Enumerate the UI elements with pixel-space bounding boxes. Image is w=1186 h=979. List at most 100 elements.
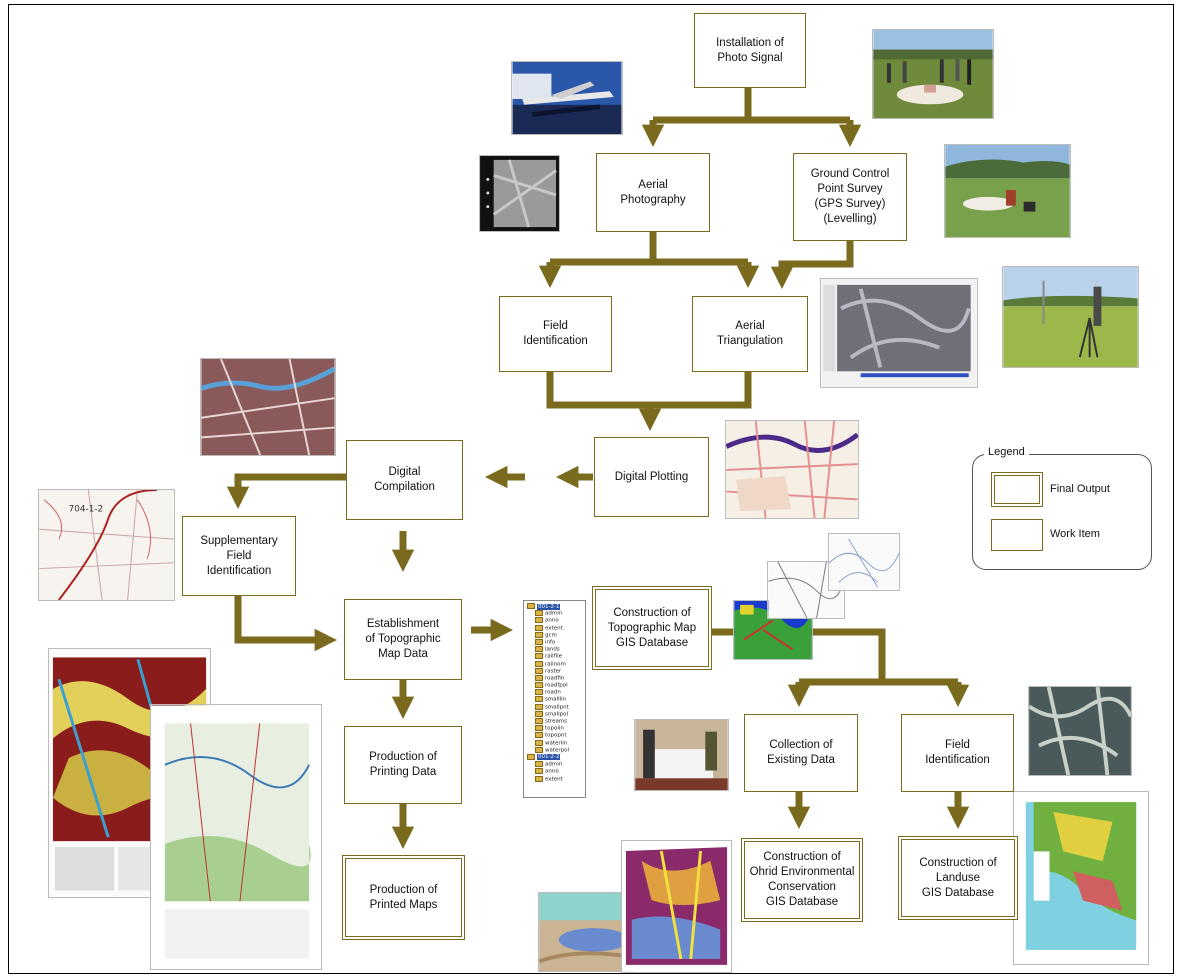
map-sheet-label: 704-1-2	[69, 505, 103, 515]
tree-item-label: topopnt	[545, 732, 567, 739]
tree-folder-item[interactable]: streams	[527, 718, 582, 725]
arrow-photo-split	[550, 232, 748, 266]
tree-folder-item[interactable]: smallpol	[527, 710, 582, 718]
tree-folder-root[interactable]: 001-2-2	[527, 753, 582, 761]
box-aerial-triangulation: Aerial Triangulation	[692, 296, 808, 372]
environment-map	[621, 840, 732, 973]
folder-icon	[527, 753, 535, 760]
tree-item-label: smalllin	[545, 696, 567, 703]
tree-item-label: info	[545, 639, 556, 646]
tree-folder-item[interactable]: smallpnt	[527, 703, 582, 711]
box-production-printed-maps: Production of Printed Maps	[342, 855, 465, 940]
tree-folder-item[interactable]: gcm	[527, 631, 582, 639]
gis-layer-contours	[828, 533, 900, 591]
tree-item-label: roadn	[545, 689, 561, 696]
folder-icon	[535, 667, 543, 674]
tree-folder-item[interactable]: roadn	[527, 689, 582, 696]
digital-plot-map	[725, 420, 859, 519]
folder-icon	[527, 603, 535, 609]
tree-item-label: waterpol	[545, 747, 570, 754]
meeting-photo	[634, 719, 729, 791]
tree-folder-item[interactable]: extent	[527, 775, 582, 783]
tree-item-label: anno	[545, 768, 559, 775]
tree-folder-item[interactable]: raster	[527, 667, 582, 675]
tree-folder-item[interactable]: info	[527, 638, 582, 646]
gis-layer-color	[733, 600, 813, 660]
tree-folder-item[interactable]: admin	[527, 761, 582, 768]
tree-item-label: streams	[545, 718, 568, 725]
folder-icon	[535, 660, 543, 667]
legend-title: Legend	[984, 446, 1029, 458]
tree-item-label: gcm	[545, 632, 557, 639]
tree-folder-item[interactable]: railnom	[527, 660, 582, 668]
arrow-gcp-to-triangulation	[770, 241, 854, 289]
folder-icon	[535, 739, 543, 746]
tree-item-label: smallpol	[545, 711, 569, 718]
tree-item-label: smallpnt	[545, 704, 569, 711]
tree-item-label: 001-2-2	[537, 754, 561, 761]
arrow-supp-to-establishment	[234, 596, 337, 652]
arrow-to-supplementary	[226, 473, 346, 509]
tree-item-label: roadfpol	[545, 682, 568, 689]
tree-folder-item[interactable]: anno	[527, 768, 582, 775]
folder-icon	[535, 696, 543, 703]
box-gcp-survey: Ground Control Point Survey (GPS Survey)…	[793, 153, 907, 241]
tree-folder-item[interactable]: anno	[527, 617, 582, 624]
box-production-printing-data: Production of Printing Data	[344, 726, 462, 804]
triangulation-screen	[820, 278, 978, 388]
tree-item-label: lands	[545, 646, 560, 653]
arrow-merge-plotting	[546, 372, 752, 424]
box-digital-compilation: Digital Compilation	[346, 440, 463, 520]
folder-icon	[535, 732, 543, 739]
tree-folder-item[interactable]: topopnt	[527, 732, 582, 739]
box-establishment-topo-data: Establishment of Topographic Map Data	[344, 599, 462, 680]
tree-folder-item[interactable]: waterpol	[527, 746, 582, 754]
folder-icon	[535, 710, 543, 717]
folder-icon	[535, 718, 543, 724]
folder-icon	[535, 617, 543, 624]
landuse-map	[1013, 791, 1149, 965]
diagram-frame	[8, 4, 1174, 974]
folder-icon	[535, 703, 543, 710]
tree-item-label: anno	[545, 617, 559, 624]
folder-icon	[535, 682, 543, 689]
folder-icon	[535, 631, 543, 638]
tree-item-label: waterlin	[545, 740, 568, 747]
box-construction-ohrid-gis: Construction of Ohrid Environmental Cons…	[741, 838, 863, 922]
legend-final-output-swatch	[991, 472, 1043, 507]
tree-folder-root[interactable]: 001-2-1	[527, 603, 582, 610]
folder-icon	[535, 775, 543, 782]
box-collection-existing-data: Collection of Existing Data	[744, 714, 858, 792]
airplane-photo	[511, 61, 623, 135]
tree-item-label: extent	[545, 776, 563, 782]
legend-work-item-swatch	[991, 519, 1043, 551]
folder-icon	[535, 638, 543, 645]
legend-work-item-label: Work Item	[1050, 528, 1100, 540]
tree-folder-item[interactable]: admin	[527, 610, 582, 617]
tree-folder-item[interactable]: topolin	[527, 725, 582, 732]
tree-item-label: roadfin	[545, 675, 565, 682]
tree-folder-item[interactable]: roadfpol	[527, 682, 582, 689]
box-field-identification-2: Field Identification	[901, 714, 1014, 792]
tree-item-label: railfile	[545, 653, 563, 660]
tree-folder-item[interactable]: extent	[527, 624, 582, 632]
tree-folder-item[interactable]: lands	[527, 646, 582, 653]
box-aerial-photography: Aerial Photography	[596, 153, 710, 232]
folder-icon	[535, 768, 543, 775]
folder-icon	[535, 761, 543, 768]
box-construction-topo-gis: Construction of Topographic Map GIS Data…	[592, 586, 712, 670]
tree-folder-item[interactable]: roadfin	[527, 674, 582, 682]
satellite-image	[1028, 686, 1132, 776]
tree-folder-item[interactable]: waterlin	[527, 739, 582, 747]
tree-item-label: extent	[545, 625, 563, 632]
printed-topo-map	[150, 704, 322, 970]
tree-item-label: railnom	[545, 661, 566, 667]
tree-folder-item[interactable]: smalllin	[527, 696, 582, 703]
aerial-film-photo	[479, 155, 560, 232]
tree-item-label: 001-2-1	[537, 603, 561, 610]
folder-icon	[535, 646, 543, 653]
tree-folder-item[interactable]: railfile	[527, 653, 582, 660]
legend-box	[972, 454, 1152, 570]
